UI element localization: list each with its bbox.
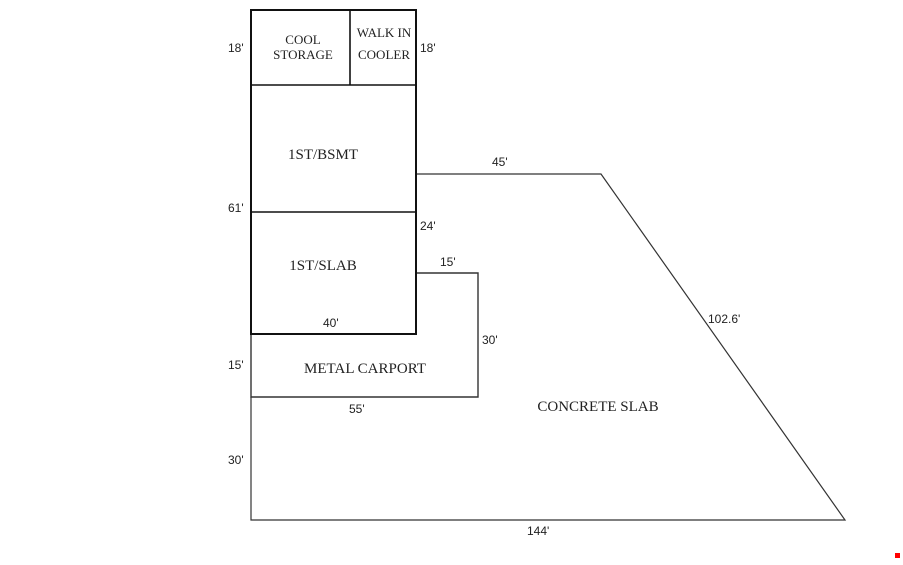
dim-carport-top: 15' (440, 255, 456, 269)
dim-slab-top: 45' (492, 155, 508, 169)
corner-marker (895, 553, 900, 558)
dim-cool-storage-left: 18' (228, 41, 244, 55)
cool-storage-label-line1: COOL (285, 32, 320, 47)
walk-in-cooler-label-line1: WALK IN (357, 25, 412, 40)
dim-carport-left: 15' (228, 358, 244, 372)
dim-carport-bottom: 55' (349, 402, 365, 416)
metal-carport-label: METAL CARPORT (304, 361, 426, 377)
building-outline (250, 9, 417, 335)
dim-building-bottom: 40' (323, 316, 339, 330)
dim-walk-in-cooler-right: 18' (420, 41, 436, 55)
dim-slab-diagonal: 102.6' (708, 312, 740, 326)
first-bsmt-label: 1ST/BSMT (288, 147, 358, 163)
concrete-slab-label: CONCRETE SLAB (537, 399, 658, 415)
cool-storage-label-line2: STORAGE (273, 47, 333, 62)
metal-carport-outline (250, 272, 479, 398)
dim-slab-bottom: 144' (527, 524, 549, 538)
dim-building-right: 24' (420, 219, 436, 233)
concrete-slab-outline (250, 173, 847, 521)
dim-carport-right: 30' (482, 333, 498, 347)
dim-building-left: 61' (228, 201, 244, 215)
walk-in-cooler-label-line2: COOLER (358, 47, 410, 62)
dim-slab-left: 30' (228, 453, 244, 467)
first-slab-label: 1ST/SLAB (289, 258, 357, 274)
